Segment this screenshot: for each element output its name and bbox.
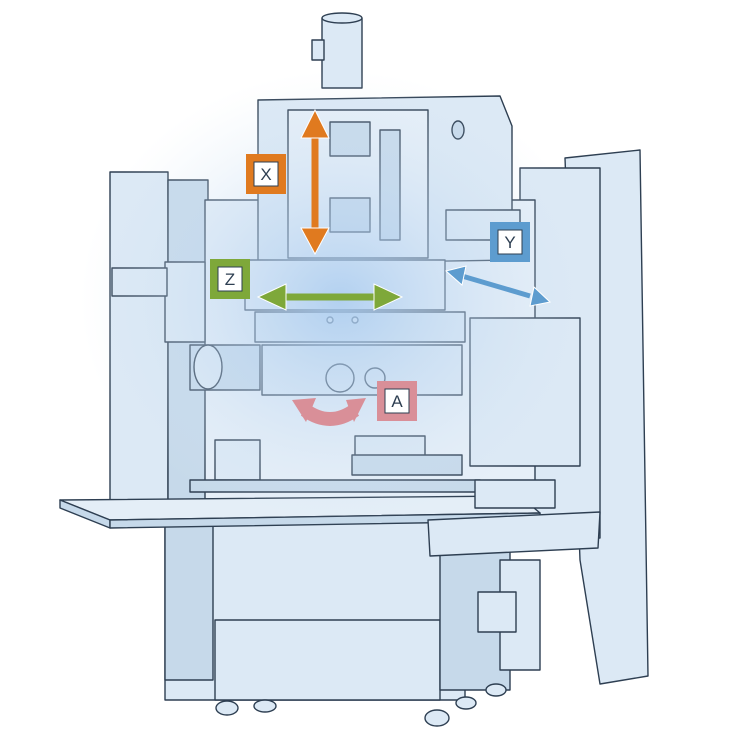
a-axis-label: A: [391, 392, 403, 411]
a-axis-badge: A: [377, 381, 417, 421]
x-axis-label: X: [260, 165, 271, 184]
z-axis-arrow: [256, 283, 404, 311]
a-axis-arrow: [292, 398, 366, 426]
z-axis-badge: Z: [210, 259, 250, 299]
y-axis-arrow: [444, 265, 552, 307]
x-axis-arrow: [300, 108, 330, 256]
x-axis-badge: X: [246, 154, 286, 194]
y-axis-badge: Y: [490, 222, 530, 262]
y-axis-label: Y: [504, 233, 515, 252]
z-axis-label: Z: [225, 270, 235, 289]
